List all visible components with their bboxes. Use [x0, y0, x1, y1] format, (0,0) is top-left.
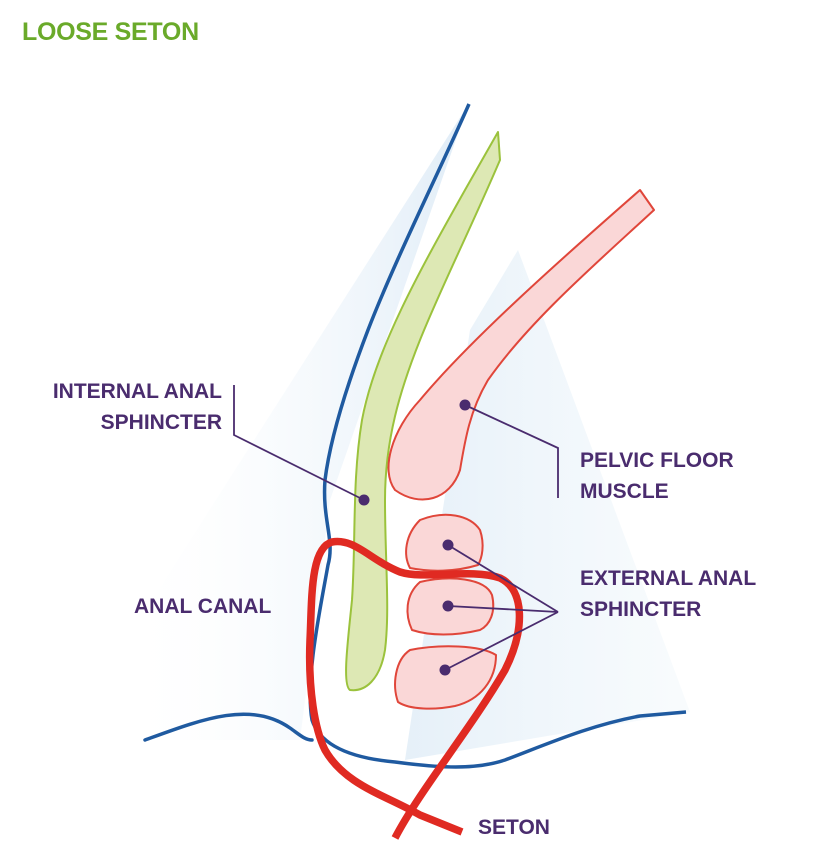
background-tint-left	[120, 105, 468, 740]
leader-external-bottom	[444, 611, 559, 671]
dot-external-bottom	[439, 664, 451, 676]
label-external-anal-sphincter: EXTERNAL ANAL SPHINCTER	[580, 563, 756, 625]
label-line: PELVIC FLOOR	[580, 449, 734, 472]
label-line: EXTERNAL ANAL	[580, 567, 757, 590]
label-line: INTERNAL ANAL	[52, 380, 222, 403]
internal-anal-sphincter-shape	[345, 131, 501, 692]
label-seton: SETON	[478, 816, 550, 839]
label-pelvic-floor-muscle: PELVIC FLOOR MUSCLE	[580, 445, 734, 507]
label-internal-anal-sphincter: INTERNAL ANAL SPHINCTER	[30, 376, 222, 438]
leader-external-top	[447, 544, 559, 613]
diagram-title: LOOSE SETON	[22, 18, 199, 46]
leader-pelvic-floor-muscle	[464, 404, 559, 498]
dot-external-top	[442, 539, 454, 551]
leader-internal-anal-sphincter	[233, 385, 365, 501]
label-line: SPHINCTER	[580, 598, 702, 621]
skin-outline	[143, 712, 314, 742]
pelvic-floor-muscle-shape	[387, 189, 655, 501]
label-anal-canal: ANAL CANAL	[134, 595, 272, 618]
leader-external-middle	[447, 605, 559, 613]
dot-internal-anal-sphincter	[358, 494, 370, 506]
seton-loop	[305, 537, 524, 840]
dot-external-middle	[442, 600, 454, 612]
anal-canal-outline	[308, 103, 687, 769]
label-line: MUSCLE	[580, 480, 669, 503]
dot-pelvic-floor-muscle	[459, 399, 471, 411]
label-line: SPHINCTER	[100, 411, 222, 434]
external-sphincter-segment-bottom	[394, 645, 497, 710]
